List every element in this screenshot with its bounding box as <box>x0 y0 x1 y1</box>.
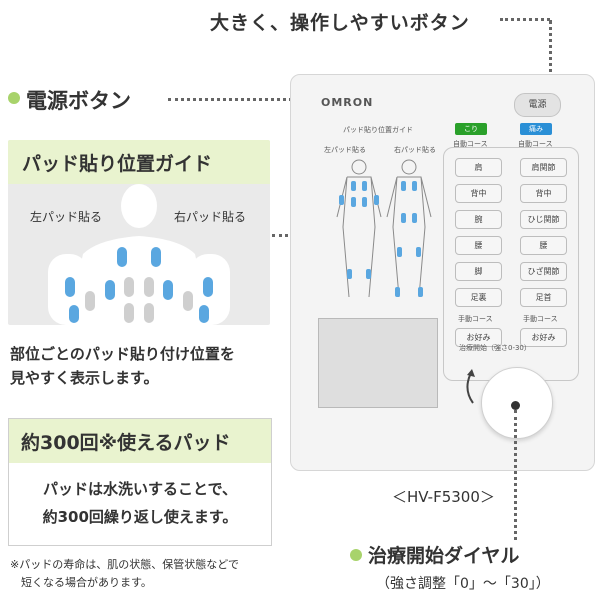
footnote-line2: 短くなる場合があります。 <box>10 576 152 589</box>
headline: 大きく、操作しやすいボタン <box>210 12 470 34</box>
left-pad-label: 左パッド貼る <box>30 210 103 224</box>
dial-connector <box>514 410 517 540</box>
btn-sole[interactable]: 足裏 <box>455 288 502 307</box>
device-guide-label: パッド貼り位置ガイド <box>343 126 413 134</box>
btn-knee-joint[interactable]: ひざ関節 <box>520 262 567 281</box>
btn-waist[interactable]: 腰 <box>455 236 502 255</box>
tag-pain: 痛み <box>520 123 552 135</box>
guide-description: 部位ごとのパッド貼り付け位置を 見やすく表示します。 <box>10 342 280 390</box>
lcd-screen <box>318 318 438 408</box>
btn-shoulder[interactable]: 肩 <box>455 158 502 177</box>
btn-shoulder-joint[interactable]: 肩関節 <box>520 158 567 177</box>
btn-arm[interactable]: 腕 <box>455 210 502 229</box>
course-button-panel: 肩 背中 腕 腰 脚 足裏 肩関節 背中 ひじ関節 腰 ひざ関節 足首 手動コー… <box>443 147 579 381</box>
auto-course-left: 自動コース <box>453 140 488 148</box>
headline-connector-h <box>500 18 550 21</box>
guide-title-bar <box>8 140 270 184</box>
btn-favorite-left[interactable]: お好み <box>455 328 502 347</box>
back-body-illustration <box>48 184 230 325</box>
power-callout-label: 電源ボタン <box>26 89 131 113</box>
omron-logo: OMRON <box>321 96 374 109</box>
guide-description-line1: 部位ごとのパッド貼り付け位置を <box>10 345 235 363</box>
pad-card: 約300回※使えるパッド パッドは水洗いすることで、 約300回繰り返し使えます… <box>8 418 272 546</box>
manual-course-right: 手動コース <box>523 315 558 323</box>
dial-callout-subtitle: （強さ調整「0」〜「30」） <box>376 576 550 592</box>
model-number: ＜HV-F5300＞ <box>392 488 495 506</box>
dial-callout-dot <box>350 549 362 561</box>
btn-back-pain[interactable]: 背中 <box>520 184 567 203</box>
power-button[interactable]: 電源 <box>514 93 561 117</box>
btn-favorite-right[interactable]: お好み <box>520 328 567 347</box>
btn-elbow-joint[interactable]: ひじ関節 <box>520 210 567 229</box>
headline-connector-v <box>549 20 552 98</box>
power-callout-dot <box>8 92 20 104</box>
dial-connector-start <box>511 401 520 410</box>
rotate-arrow-icon <box>466 369 475 404</box>
tag-stiffness: こり <box>455 123 487 135</box>
device-body-diagram <box>336 159 432 298</box>
guide-card: パッド貼り位置ガイド 左パッド貼る 右パッド貼る <box>8 140 270 325</box>
right-pad-label: 右パッド貼る <box>174 210 247 224</box>
footnote-line1: ※パッドの寿命は、肌の状態、保管状態などで <box>10 558 239 571</box>
btn-ankle[interactable]: 足首 <box>520 288 567 307</box>
pad-title-bar <box>9 419 271 463</box>
dial-callout-title: 治療開始ダイヤル <box>368 545 520 567</box>
pad-title: 約300回※使えるパッド <box>21 432 231 454</box>
btn-waist-pain[interactable]: 腰 <box>520 236 567 255</box>
auto-course-right: 自動コース <box>518 140 553 148</box>
pad-description-line2: 約300回繰り返し使えます。 <box>42 508 238 526</box>
pad-description-line1: パッドは水洗いすることで、 <box>43 480 237 498</box>
manual-course-left: 手動コース <box>458 315 493 323</box>
btn-back[interactable]: 背中 <box>455 184 502 203</box>
btn-leg[interactable]: 脚 <box>455 262 502 281</box>
device-right-pad-label: 右パッド貼る <box>394 146 436 154</box>
footnote: ※パッドの寿命は、肌の状態、保管状態などで 短くなる場合があります。 <box>10 556 300 592</box>
pad-description: パッドは水洗いすることで、 約300回繰り返し使えます。 <box>9 475 271 531</box>
guide-description-line2: 見やすく表示します。 <box>10 369 159 387</box>
device-body: OMRON 電源 パッド貼り位置ガイド 左パッド貼る 右パッド貼る こり 痛み … <box>290 74 595 471</box>
guide-title: パッド貼り位置ガイド <box>22 153 213 175</box>
device-left-pad-label: 左パッド貼る <box>324 146 366 154</box>
dial-label: 治療開始（強さ0-30） <box>459 344 531 352</box>
